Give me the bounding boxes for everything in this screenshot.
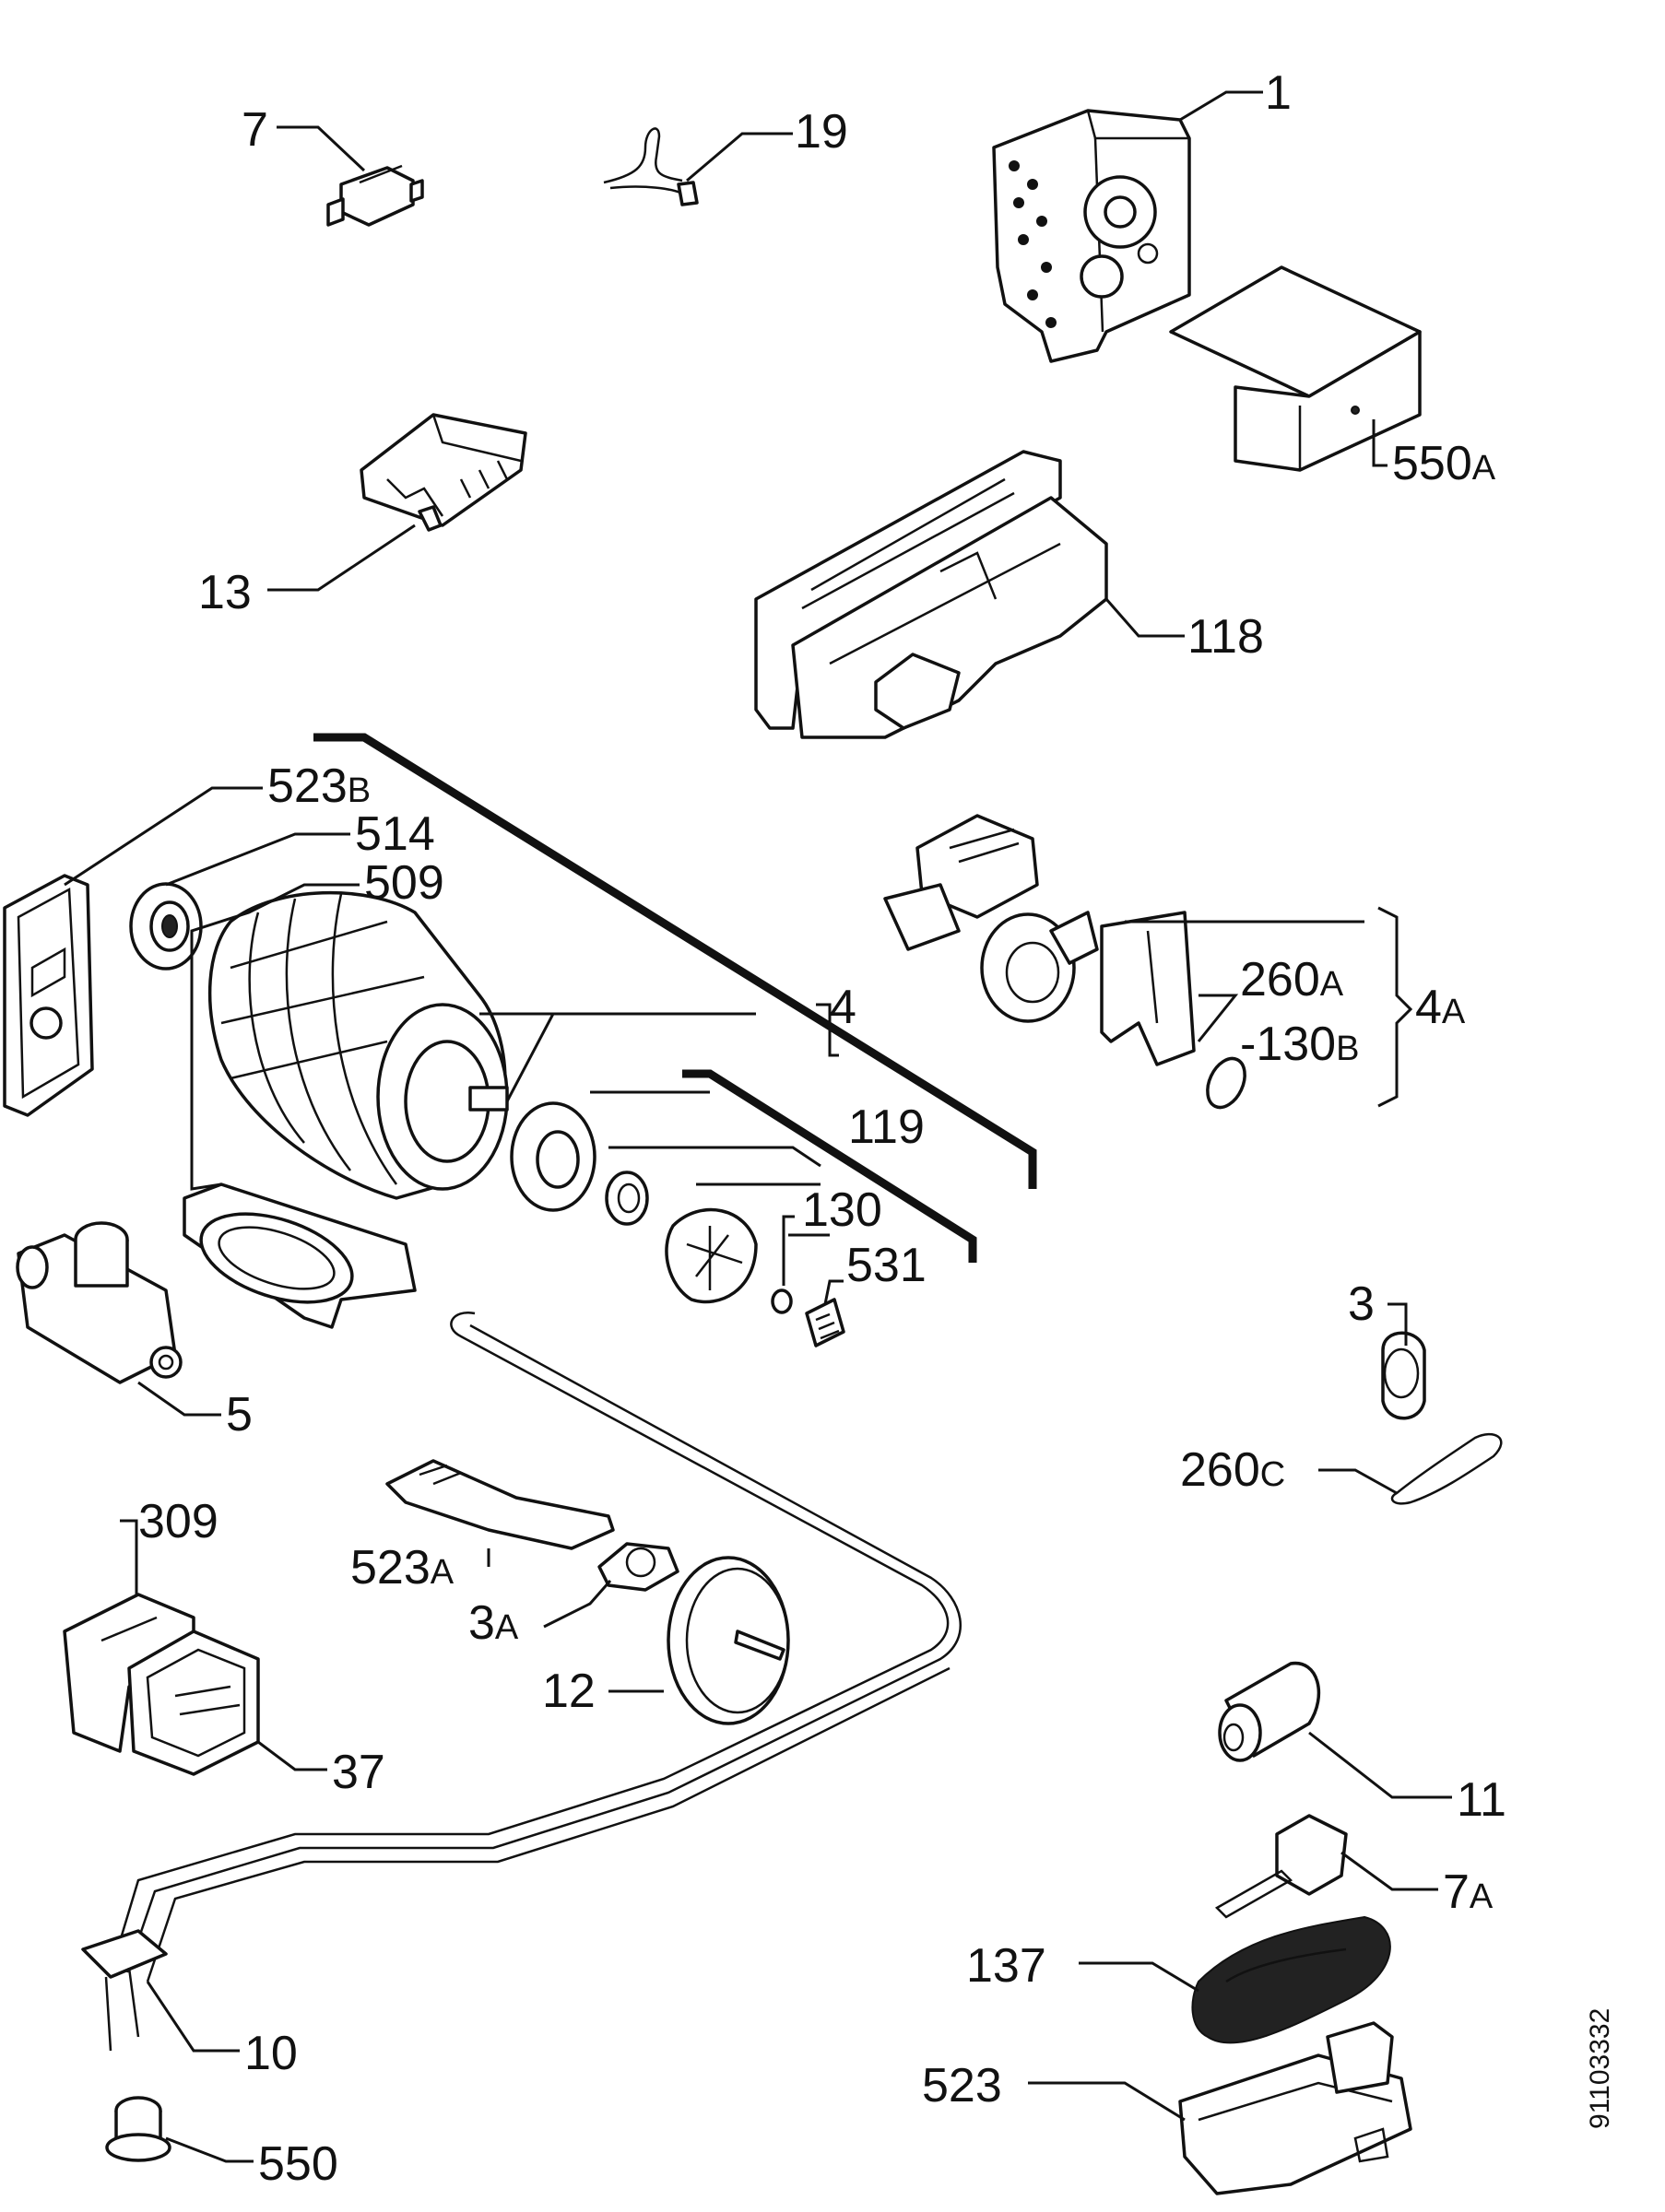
part-label-37: 37 [332,1746,385,1799]
filter-137-drawing [1191,1915,1391,2044]
nut-550-drawing [105,2096,171,2162]
bracket-523a-drawing [385,1459,615,1550]
part-label-1: 1 [1265,66,1292,120]
leader-lines [64,90,1452,2163]
part-label-550a: 550A [1392,437,1496,490]
bracket-plate-523b-drawing [3,874,94,1117]
part-label-4a: 4A [1415,981,1466,1034]
part-label-514: 514 [355,807,435,861]
part-label-137: 137 [966,1939,1046,1993]
brace-4a [1377,906,1413,1108]
timer-1-drawing [992,109,1191,363]
part-label-523b: 523B [267,759,371,813]
microswitch-7a-drawing [1214,1814,1348,1919]
part-label-3a: 3A [468,1596,519,1650]
detergent-dispenser-118-drawing [754,450,1108,739]
disc-12-drawing [667,1556,790,1725]
wash-motor-509-drawing [207,890,509,1200]
part-label-11: 11 [1457,1773,1506,1827]
part-label-12: 12 [542,1665,596,1718]
valve-5-drawing [16,1221,183,1384]
part-11-drawing [1218,1661,1321,1762]
heating-element-10-drawing [81,1311,962,2052]
part-label-3: 3 [1348,1277,1375,1331]
part-label-7: 7 [242,103,268,157]
thermostat-3a-drawing [597,1542,679,1592]
part-label-130b: -130B [1240,1018,1359,1071]
connector-7-drawing [326,164,424,227]
document-id: 91103332 [1585,2008,1615,2129]
sensor-3-drawing [1381,1331,1426,1420]
separator-bar-pump [682,1069,977,1263]
cover-box-550a-drawing [1169,265,1422,472]
part-label-260a: 260A [1240,953,1344,1006]
part-label-4: 4 [830,981,856,1034]
part-label-119: 119 [848,1100,925,1154]
separator-bar-motor [313,733,1037,1189]
part-label-260c: 260C [1180,1443,1285,1497]
part-label-531: 531 [846,1239,927,1292]
part-label-523: 523 [922,2059,1002,2112]
part-label-130: 130 [802,1183,882,1237]
gasket-frame-drawing [183,1182,417,1329]
base-tray-523-drawing [1178,2021,1412,2195]
part-label-10: 10 [244,2027,298,2080]
part-label-19: 19 [795,105,848,159]
clip-260c-drawing [1390,1432,1503,1505]
ring-514-drawing [129,882,203,971]
part-label-118: 118 [1187,610,1264,664]
pressure-assembly-4a-drawing [883,814,1246,1110]
part-labels: 1 7 19 550A 13 118 523B 514 509 4 260A 4… [138,66,1506,2191]
part-label-13: 13 [198,566,252,619]
part-label-509: 509 [364,856,444,910]
part-label-5: 5 [226,1388,253,1441]
part-label-523a: 523A [350,1541,455,1594]
connector-13-drawing [360,413,527,532]
part-label-309: 309 [138,1495,218,1548]
wire-sensor-19-drawing [603,127,699,206]
part-label-7a: 7A [1443,1865,1494,1919]
pump-parts-119-drawing [510,1101,845,1347]
part-label-550: 550 [258,2137,338,2191]
